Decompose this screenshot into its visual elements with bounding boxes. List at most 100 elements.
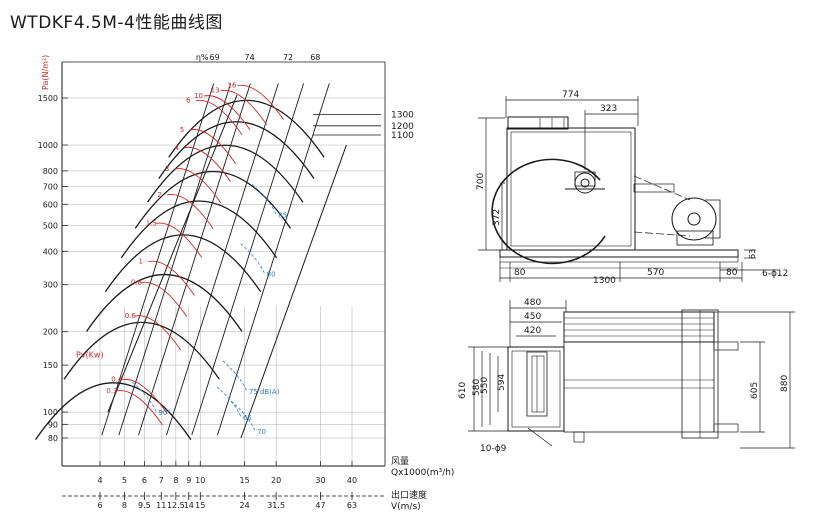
envelope-right (240, 144, 347, 439)
power-curve (134, 315, 182, 351)
dim-outlet: 594 (497, 374, 507, 391)
y-tick-label: 400 (43, 247, 58, 256)
y-axis-label: Pa(N/m²) (41, 55, 50, 90)
speed-curve (120, 200, 278, 259)
y-tick-label: 1500 (38, 94, 58, 103)
power-curve (189, 129, 237, 165)
shaft-hub (574, 172, 596, 194)
efficiency-unit: η% (196, 53, 209, 62)
noise-curve (132, 381, 157, 413)
power-label: 3 (165, 165, 169, 173)
housing-inner (510, 131, 632, 247)
speed-curve (86, 273, 243, 332)
speed-curves (35, 99, 325, 441)
dim-motor-span: 570 (647, 268, 664, 278)
side-view-dimensions: 480 450 420 610 580 550 594 605 880 10-ϕ… (458, 298, 790, 454)
x-tick-label: 15 (240, 476, 250, 485)
housing-side (507, 346, 565, 432)
x-tick-label: 40 (347, 476, 357, 485)
noise-curve (222, 360, 248, 392)
velocity-tick-label: 8 (122, 501, 127, 510)
y-tick-label: 90 (48, 420, 58, 429)
noise-label: 80 (267, 271, 276, 279)
x-tick-label: 5 (122, 476, 127, 485)
scroll-casing (491, 158, 606, 265)
power-label: 0.6 (125, 312, 137, 320)
velocity-axis-unit: V(m/s) (391, 502, 421, 512)
dim-h-total: 880 (780, 375, 790, 392)
power-curve (237, 84, 284, 120)
power-label: 0.8 (131, 279, 142, 287)
belt-guard (633, 183, 675, 193)
power-label: 6 (186, 97, 191, 105)
velocity-tick-label: 63 (347, 501, 357, 510)
y-tick-label: 100 (43, 408, 58, 417)
power-curve (167, 194, 214, 230)
efficiency-label: 69 (210, 53, 220, 62)
noise-label: 75 dB(A) (249, 388, 280, 396)
power-curve (140, 281, 188, 317)
outlet-flange (507, 116, 569, 130)
noise-label: 85 (278, 211, 287, 219)
speed-curve (147, 144, 304, 203)
dim-h-outer: 610 (458, 382, 468, 399)
dim-base-thickness: 63 (748, 249, 757, 259)
envelope-left (107, 94, 238, 413)
dim-holes-side: 10-ϕ9 (480, 444, 507, 454)
dim-w3: 420 (524, 326, 541, 336)
x-tick-label: 10 (195, 476, 205, 485)
base-plan (563, 341, 715, 433)
efficiency-ray (166, 83, 279, 436)
efficiency-ray (101, 83, 215, 436)
base-frame (499, 249, 739, 258)
dim-base-length: 1300 (593, 276, 616, 286)
noise-label: 65 (243, 414, 252, 422)
y-tick-label: 300 (43, 281, 58, 290)
noise-label: 90° (158, 409, 170, 417)
power-label: 10 (194, 92, 203, 100)
chart-title: WTDKF4.5M-4性能曲线图 (10, 13, 223, 33)
velocity-tick-label: 24 (240, 501, 250, 510)
dim-h-inner: 550 (480, 377, 490, 394)
noise-curve (216, 386, 242, 418)
noise-curve (251, 184, 277, 215)
efficiency-ray (118, 83, 232, 436)
dim-base-left: 80 (514, 268, 526, 278)
power-curve (184, 146, 231, 183)
speed-label: 1100 (391, 131, 414, 141)
speed-curve (35, 382, 192, 441)
velocity-tick-label: 6 (97, 501, 102, 510)
chart-envelope (107, 94, 347, 439)
power-label: 5 (180, 126, 184, 134)
velocity-tick-label: 12.5 (167, 501, 185, 510)
power-label: 1.5 (146, 219, 157, 227)
efficiency-label: 74 (245, 53, 255, 62)
y-tick-label: 150 (43, 361, 58, 370)
power-curve (155, 222, 203, 258)
dim-width-total: 774 (562, 90, 579, 100)
noise-curve (230, 400, 256, 432)
velocity-tick-label: 9.5 (138, 501, 151, 510)
speed-curve (134, 170, 292, 229)
motor-plan (563, 311, 715, 343)
efficiency-ray (191, 83, 305, 436)
x-tick-label: 20 (271, 476, 281, 485)
y-tick-label: 500 (43, 221, 58, 230)
power-curve (203, 95, 251, 131)
power-label: 13 (211, 87, 220, 95)
front-view-dimensions: 774 323 700 372 80 1300 570 80 63 6-ϕ12 (476, 90, 788, 286)
velocity-tick-label: 14 (184, 501, 194, 510)
y-tick-label: 1000 (38, 141, 58, 150)
power-curve (121, 378, 168, 414)
efficiency-ray (138, 83, 251, 436)
efficiency-label: 68 (310, 53, 320, 62)
efficiency-rays (101, 83, 330, 436)
power-label: 2 (157, 191, 161, 199)
power-label: 0.3 (106, 387, 117, 395)
noise-label: 70 (257, 428, 266, 436)
x-tick-label: 9 (186, 476, 191, 485)
power-curve (195, 99, 243, 135)
